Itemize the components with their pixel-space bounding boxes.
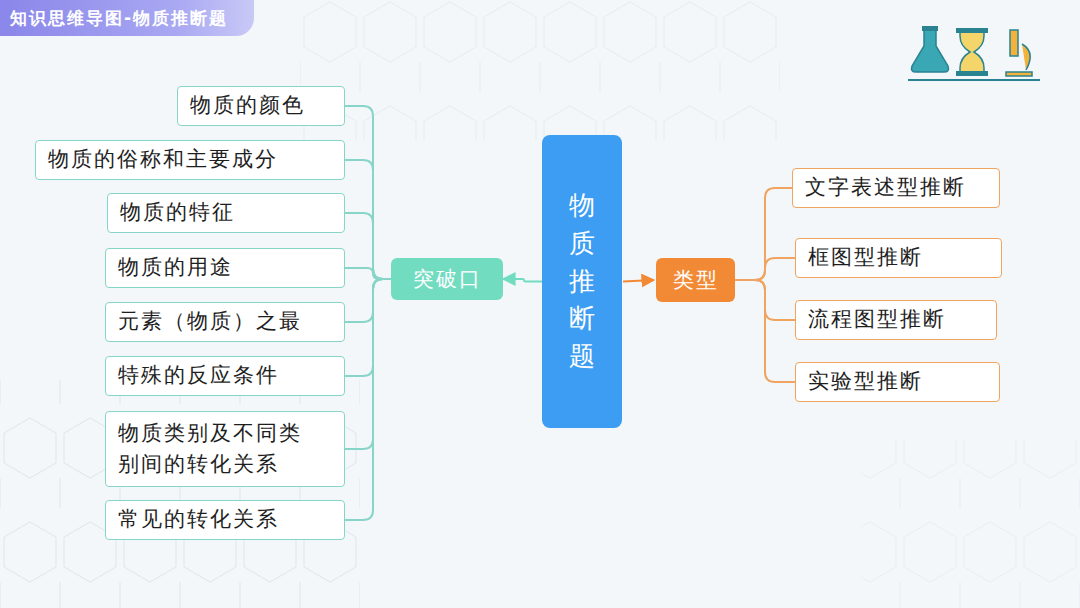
- type-box: 文字表述型推断: [792, 168, 1000, 208]
- type-box: 流程图型推断: [795, 300, 997, 340]
- topic-box: 物质的颜色: [177, 86, 345, 126]
- branch-line: [345, 106, 391, 279]
- topic-box: 物质的特征: [107, 193, 345, 233]
- type-box: 实验型推断: [795, 362, 1000, 402]
- hex-texture-right: [860, 440, 1080, 608]
- branch-line: [345, 268, 391, 279]
- title-banner: 知识思维导图-物质推断题: [0, 0, 254, 36]
- node-label: 物质推断题: [569, 187, 595, 375]
- flask-neck: [922, 26, 938, 31]
- type-box: 框图型推断: [795, 238, 1002, 278]
- microscope-icon: [1006, 30, 1032, 76]
- branch-line: [345, 160, 391, 279]
- branch-line: [345, 279, 391, 520]
- branch-arrow: [623, 280, 654, 282]
- branch-line: [735, 258, 795, 280]
- topic-box: 物质的俗称和主要成分: [35, 140, 345, 180]
- node-label: 突破口: [413, 265, 482, 293]
- topic-box: 元素（物质）之最: [105, 302, 345, 342]
- topic-box: 物质的用途: [105, 248, 345, 288]
- hourglass-icon: [960, 32, 984, 72]
- branch-line: [735, 188, 792, 280]
- branch-hub: 突破口: [391, 258, 503, 300]
- flask-icon: [912, 30, 949, 72]
- node-label: 流程图型推断: [808, 304, 946, 336]
- hourglass-top: [956, 28, 988, 33]
- branch-line: [345, 279, 391, 449]
- node-label: 文字表述型推断: [805, 172, 966, 204]
- node-label: 元素（物质）之最: [118, 306, 302, 338]
- icon-baseline: [908, 79, 1040, 81]
- branch-arrow: [503, 279, 542, 282]
- topic-box: 物质类别及不同类别间的转化关系: [105, 411, 345, 487]
- branch-line: [735, 280, 795, 382]
- hex-texture-left: [0, 380, 360, 608]
- node-label: 类型: [673, 266, 719, 294]
- lab-icons: [908, 26, 1040, 80]
- node-label: 框图型推断: [808, 242, 923, 274]
- node-label: 特殊的反应条件: [118, 360, 279, 392]
- node-label: 物质的用途: [118, 252, 233, 284]
- node-label: 实验型推断: [808, 366, 923, 398]
- hourglass-base: [956, 71, 988, 76]
- central-topic: 物质推断题: [542, 135, 622, 428]
- node-label: 物质类别及不同类别间的转化关系: [118, 418, 314, 481]
- node-label: 常见的转化关系: [118, 504, 279, 536]
- branch-line: [345, 213, 391, 279]
- node-label: 物质的特征: [120, 197, 235, 229]
- branch-hub: 类型: [656, 258, 735, 302]
- branch-line: [345, 279, 391, 322]
- node-label: 物质的俗称和主要成分: [48, 144, 278, 176]
- node-label: 物质的颜色: [190, 90, 305, 122]
- topic-box: 常见的转化关系: [105, 500, 345, 540]
- branch-line: [345, 279, 391, 376]
- topic-box: 特殊的反应条件: [105, 356, 345, 396]
